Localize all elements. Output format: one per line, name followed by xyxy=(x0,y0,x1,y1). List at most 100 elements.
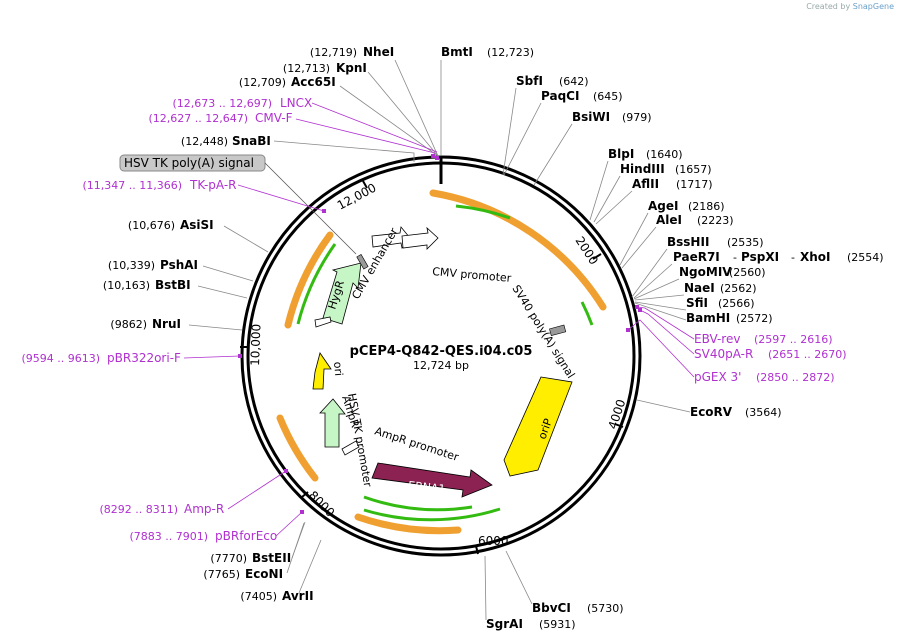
site-XhoI-name: XhoI xyxy=(800,250,831,264)
primer-leader-pBR322ori-F xyxy=(183,355,241,359)
site-separator-2: - xyxy=(791,251,795,264)
primer-leader-pGEX 3' xyxy=(627,319,695,378)
primer-leader-LNCX xyxy=(311,102,438,153)
site-BamHI-pos: (2572) xyxy=(736,312,773,325)
primer-CMVF-name: CMV-F xyxy=(255,111,293,125)
site-Acc65I-pos: (12,709) xyxy=(239,76,286,89)
site-leader-AgeI xyxy=(619,212,649,266)
site-HindIII-pos: (1657) xyxy=(675,163,712,176)
site-AflII-name: AflII xyxy=(632,177,659,191)
site-leader-BbvCI xyxy=(505,550,533,605)
label-leaders xyxy=(183,59,695,621)
primer-SV40pAR-name: SV40pA-R xyxy=(694,347,753,361)
site-leader-BstBI xyxy=(197,285,248,299)
site-PshAI-pos: (10,339) xyxy=(108,259,155,272)
site-BssHII-pos: (2535) xyxy=(727,236,764,249)
hsv-tk-promoter-label: HSV TK promoter xyxy=(345,392,374,488)
tick-mark-4000 xyxy=(614,423,624,428)
primer-marker-0 xyxy=(431,154,435,158)
primer-pBRforEco-pos: (7883 .. 7901) xyxy=(129,530,208,543)
site-BstEII-pos: (7770) xyxy=(210,552,247,565)
tick-mark-6000 xyxy=(475,545,479,555)
site-EcoNI-pos: (7765) xyxy=(203,568,240,581)
site-BmtI-pos: (12,723) xyxy=(487,46,534,59)
primer-SV40pAR-pos: (2651 .. 2670) xyxy=(768,348,847,361)
site-leader-AvrII xyxy=(298,539,322,594)
site-AleI-pos: (2223) xyxy=(697,214,734,227)
site-PshAI-name: PshAI xyxy=(160,258,198,272)
site-leader-KpnI xyxy=(367,71,439,157)
site-leader-BstEII xyxy=(291,521,306,559)
cmv-promoter-label: CMV promoter xyxy=(432,265,513,285)
tick-label-6000: 6000 xyxy=(478,534,509,548)
site-NruI-pos: (9862) xyxy=(110,318,147,331)
ampr-feature xyxy=(319,398,346,448)
ebna1-label: EBNA1 xyxy=(407,479,445,496)
primer-pBR322oriF-pos: (9594 .. 9613) xyxy=(21,352,100,365)
site-PaeR7I-name: PaeR7I xyxy=(673,250,720,264)
site-leader-NheI xyxy=(394,59,439,157)
site-BamHI-name: BamHI xyxy=(686,311,730,325)
site-SnaBI-pos: (12,448) xyxy=(181,135,228,148)
orf-arc-top-right xyxy=(429,189,607,311)
primer-LNCX-pos: (12,673 .. 12,697) xyxy=(172,97,272,110)
hsv-tk-polya-leader xyxy=(264,162,357,255)
site-HindIII-name: HindIII xyxy=(620,162,665,176)
site-PspXI-name: PspXI xyxy=(741,250,779,264)
site-leader-EcoRV xyxy=(636,399,691,413)
site-leader-BamHI xyxy=(634,302,687,321)
primer-leader-SV40pA-R xyxy=(639,309,695,355)
ori-feature xyxy=(312,352,332,390)
site-AsiSI-name: AsiSI xyxy=(180,218,214,232)
site-SbfI-pos: (642) xyxy=(559,75,589,88)
primer-AmpR-pos: (8292 .. 8311) xyxy=(99,503,178,516)
site-NruI-name: NruI xyxy=(152,317,181,331)
primer-marker-5 xyxy=(300,510,304,514)
site-leader-HindIII xyxy=(593,175,621,223)
primer-marker-7 xyxy=(638,308,642,312)
ampr-promoter-label: AmpR promoter xyxy=(373,424,461,464)
site-leader-SbfI xyxy=(502,87,517,176)
site-SnaBI-name: SnaBI xyxy=(232,134,271,148)
site-AgeI-pos: (2186) xyxy=(688,200,725,213)
site-BstBI-name: BstBI xyxy=(155,278,191,292)
tick-label-10000: 10,000 xyxy=(248,324,263,366)
ebna1-feature xyxy=(371,462,493,498)
tick-label-2000: 2000 xyxy=(572,234,600,267)
site-leader-Acc65I xyxy=(339,85,439,157)
site-leader-AleI xyxy=(621,226,657,269)
position-ticks xyxy=(240,180,624,555)
orf-arc-left xyxy=(284,231,334,329)
tick-mark-8000 xyxy=(301,491,309,498)
primer-marker-6 xyxy=(635,305,639,309)
primer-AmpR-name: Amp-R xyxy=(184,502,224,516)
snapgene-credit: Created by SnapGene xyxy=(806,2,894,11)
orip-feature xyxy=(503,376,573,477)
site-BbvCI-name: BbvCI xyxy=(532,601,571,615)
site-SbfI-name: SbfI xyxy=(516,74,543,88)
site-leader-AflII xyxy=(595,190,633,225)
site-NgoMIV-name: NgoMIV xyxy=(679,265,732,279)
primer-leader-Amp-R xyxy=(227,470,287,510)
site-AsiSI-pos: (10,676) xyxy=(128,219,175,232)
site-leader-PshAI xyxy=(202,265,254,282)
site-XhoI-pos: (2554) xyxy=(847,251,884,264)
site-AgeI-name: AgeI xyxy=(648,199,678,213)
orf-arcs xyxy=(276,189,607,535)
hsv-tk-polya-label: HSV TK poly(A) signal xyxy=(124,156,254,170)
primer-leader-CMV-F xyxy=(295,118,436,154)
credit-prefix: Created by xyxy=(806,2,851,11)
site-BsiWI-pos: (979) xyxy=(622,111,652,124)
primer-TKpAR-name: TK-pA-R xyxy=(189,178,237,192)
site-SfiI-name: SfiI xyxy=(686,296,708,310)
ori-label: ori xyxy=(331,361,345,376)
primer-CMVF-pos: (12,627 .. 12,647) xyxy=(148,112,248,125)
site-leader-BssHII xyxy=(631,248,668,298)
primer-pGEX3-name: pGEX 3' xyxy=(694,370,741,384)
hsv-tk-polya-feature xyxy=(356,254,369,270)
site-AvrII-name: AvrII xyxy=(282,589,314,603)
primer-pBR322oriF-name: pBR322ori-F xyxy=(107,351,181,365)
plasmid-size: 12,724 bp xyxy=(413,359,469,372)
ampr-promoter-feature xyxy=(341,440,360,456)
